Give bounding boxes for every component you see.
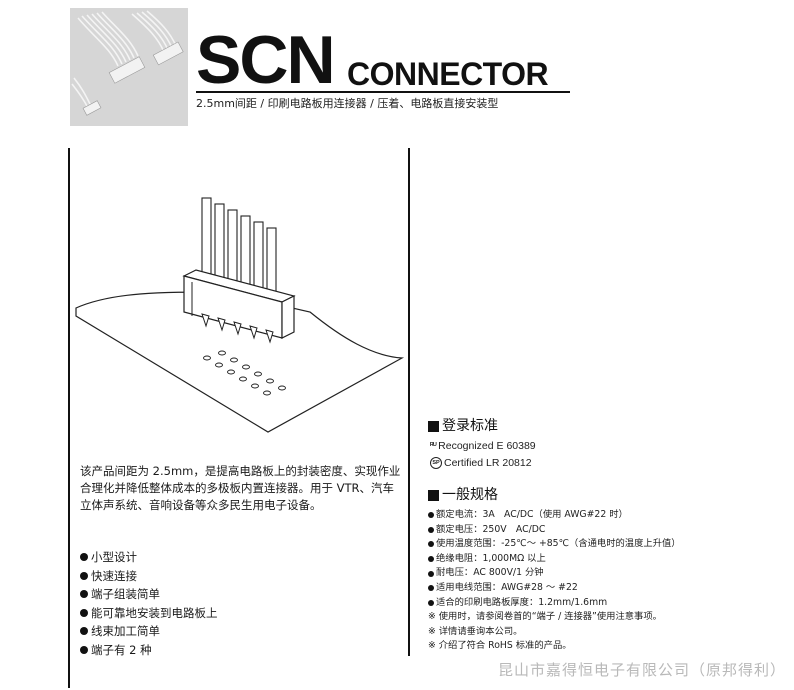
spec-list: 额定电流：3A AC/DC（使用 AWG#22 时） 额定电压：250V AC/… bbox=[428, 508, 681, 654]
bullet-icon bbox=[80, 645, 88, 654]
bullet-icon bbox=[428, 570, 434, 577]
bullet-icon bbox=[80, 608, 88, 617]
list-item: 小型设计 bbox=[80, 548, 218, 567]
bullet-icon bbox=[80, 571, 88, 580]
company-watermark: 昆山市嘉得恒电子有限公司（原邦得利） bbox=[497, 661, 786, 679]
list-item: 适用电线范围：AWG#28 ～ #22 bbox=[428, 581, 681, 596]
list-item: 端子组装简单 bbox=[80, 585, 218, 604]
csa-logo-icon: SP bbox=[430, 457, 442, 469]
square-bullet-icon bbox=[428, 420, 439, 432]
product-description: 该产品间距为 2.5mm，是提高电路板上的封装密度、实现作业合理化并降低整体成本… bbox=[80, 464, 401, 512]
list-item: 适合的印刷电路板厚度：1.2mm/1.6mm bbox=[428, 596, 681, 611]
bullet-icon bbox=[428, 541, 434, 548]
product-title-suffix: CONNECTOR bbox=[347, 56, 549, 92]
title-underline bbox=[196, 91, 570, 93]
ul-logo-icon: ᴿᵁ bbox=[430, 441, 437, 450]
specs-heading: 一般规格 bbox=[428, 486, 498, 504]
wire-harness-photo bbox=[70, 8, 188, 126]
product-title: SCN bbox=[196, 22, 336, 98]
bullet-icon bbox=[80, 590, 88, 599]
left-column-rule bbox=[68, 148, 70, 688]
list-item: 使用温度范围：-25℃～ +85℃（含通电时的温度上升值） bbox=[428, 537, 681, 552]
bullet-icon bbox=[80, 553, 88, 562]
feature-list: 小型设计 快速连接 端子组装简单 能可靠地安装到电路板上 线束加工简单 端子有 … bbox=[80, 548, 218, 659]
bullet-icon bbox=[428, 556, 434, 563]
list-item: 耐电压：AC 800V/1 分钟 bbox=[428, 566, 681, 581]
bullet-icon bbox=[428, 599, 434, 606]
list-item: 端子有 2 种 bbox=[80, 641, 218, 660]
product-subtitle: 2.5mm间距 / 印刷电路板用连接器 / 压着、电路板直接安装型 bbox=[196, 97, 499, 110]
note-item: ※ 介绍了符合 RoHS 标准的产品。 bbox=[428, 640, 572, 652]
pcb-connector-drawing bbox=[75, 197, 405, 433]
list-item: 能可靠地安装到电路板上 bbox=[80, 604, 218, 623]
bullet-icon bbox=[428, 526, 434, 533]
connector-illustration bbox=[72, 188, 406, 438]
list-item: 额定电流：3A AC/DC（使用 AWG#22 时） bbox=[428, 508, 681, 523]
note-item: ※ 详情请垂询本公司。 bbox=[428, 625, 523, 637]
square-bullet-icon bbox=[428, 489, 439, 501]
list-item: 额定电压：250V AC/DC bbox=[428, 523, 681, 538]
product-photo bbox=[70, 8, 188, 126]
list-item: 快速连接 bbox=[80, 567, 218, 586]
bullet-icon bbox=[428, 512, 434, 519]
note-item: ※ 使用时，请参阅卷首的“端子 / 连接器”使用注意事项。 bbox=[428, 611, 662, 623]
list-item: 线束加工简单 bbox=[80, 622, 218, 641]
registration-heading: 登录标准 bbox=[428, 417, 498, 435]
center-column-rule bbox=[408, 148, 410, 656]
bullet-icon bbox=[80, 627, 88, 636]
bullet-icon bbox=[428, 585, 434, 592]
list-item: 绝缘电阻：1,000MΩ 以上 bbox=[428, 552, 681, 567]
